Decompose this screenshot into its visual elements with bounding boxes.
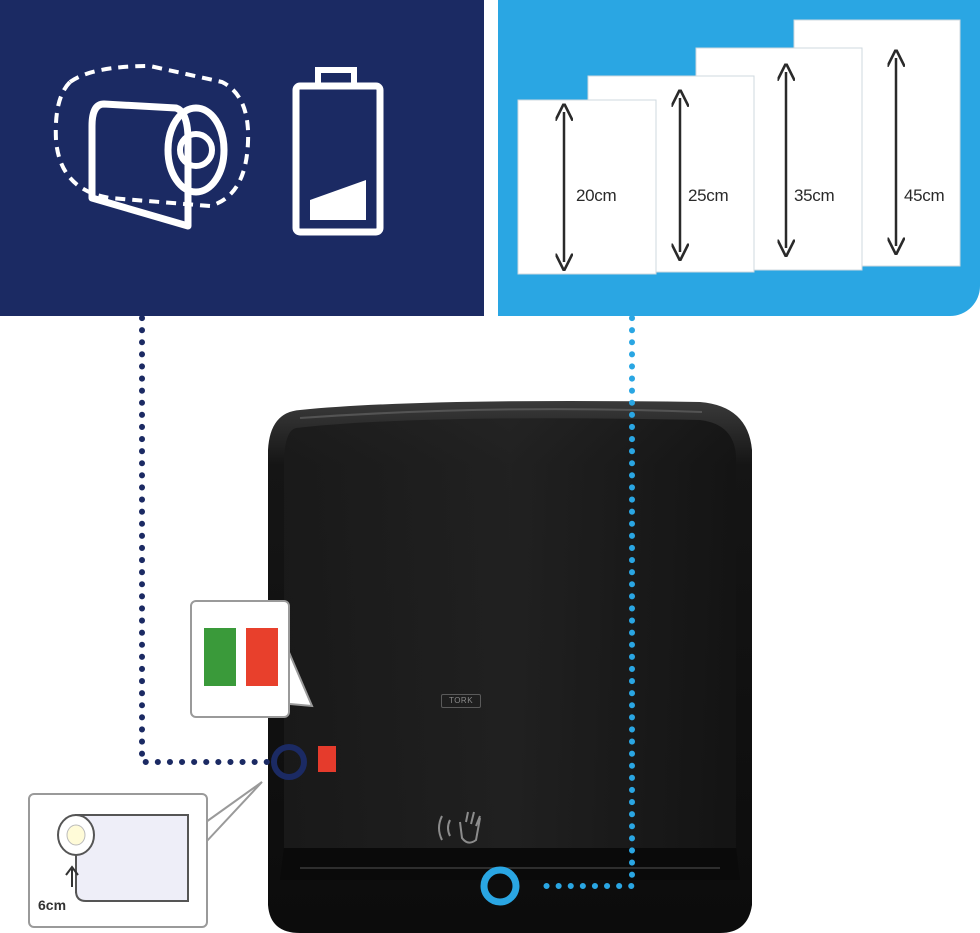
green-light-swatch: [204, 628, 236, 686]
sheet-length-label-25: 25cm: [688, 186, 729, 205]
roll-status-indicator: [271, 744, 307, 780]
sheet-length-label-20: 20cm: [576, 186, 617, 205]
roll-min-diameter-label: 6cm: [38, 897, 67, 913]
paper-roll-icon: [57, 814, 189, 902]
towel-dispenser: [268, 401, 752, 933]
sheet-length-label-45: 45cm: [904, 186, 945, 205]
roll-callout-pointer: [205, 781, 263, 843]
paper-roll-icon: [53, 63, 251, 230]
arrow-up-icon: [65, 865, 79, 887]
hand-sensor-icon: [438, 811, 481, 844]
dotted-connector-navy: [139, 315, 271, 765]
sheet-20cm: [517, 99, 657, 275]
dotted-connector-blue: [537, 315, 635, 889]
length-setting-indicator: [480, 866, 520, 906]
indicator-red-light: [318, 746, 336, 772]
sheet-length-illustration: [517, 19, 961, 275]
roll-callout: [28, 793, 208, 928]
panel-icons: [53, 63, 384, 236]
battery-low-icon: [292, 67, 384, 236]
sheet-length-panel: 20cm 25cm 35cm 45cm: [498, 0, 980, 316]
flag-callout: [190, 600, 290, 718]
roll-battery-panel: [0, 0, 484, 316]
sheet-length-label-35: 35cm: [794, 186, 835, 205]
red-light-swatch: [246, 628, 278, 686]
brand-logo: TORK: [441, 694, 481, 708]
roll-diagram: [57, 814, 189, 902]
flag-callout-pointer: [287, 649, 314, 708]
